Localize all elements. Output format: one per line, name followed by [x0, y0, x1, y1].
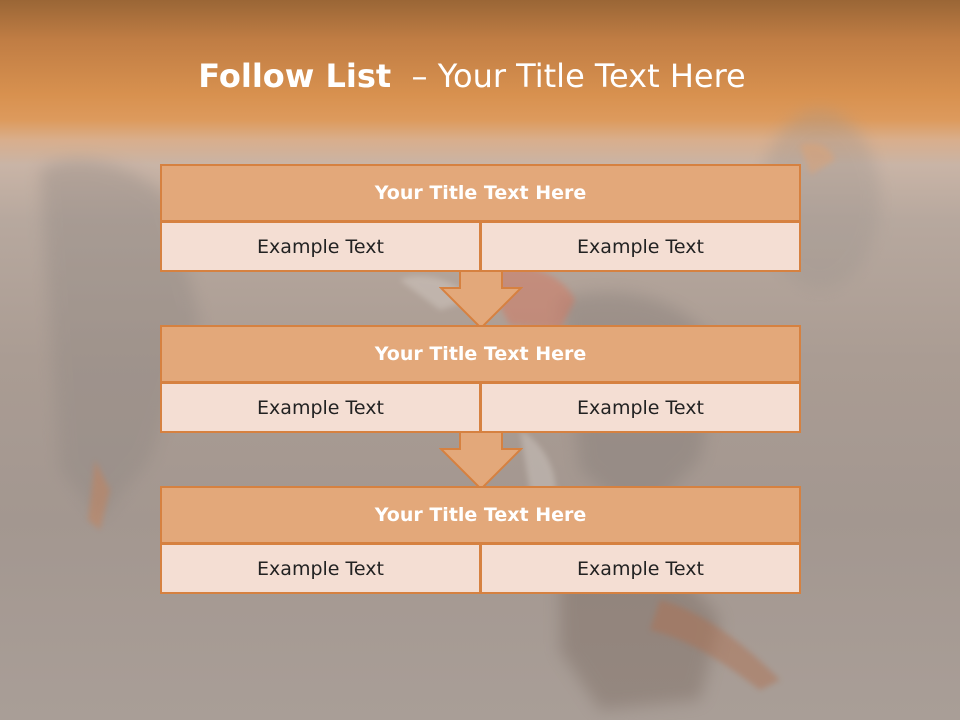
block-cell-left: Example Text — [160, 382, 481, 433]
block-cell-right: Example Text — [480, 382, 801, 433]
slide-title: Follow List – Your Title Text Here — [0, 52, 944, 100]
block-title: Your Title Text Here — [160, 486, 801, 544]
block-cell-right: Example Text — [480, 221, 801, 272]
down-arrow-icon — [439, 431, 523, 491]
block-title: Your Title Text Here — [160, 164, 801, 222]
block-cell-left: Example Text — [160, 221, 481, 272]
list-block-3: Your Title Text Here Example Text Exampl… — [160, 486, 801, 594]
down-arrow-icon — [439, 270, 523, 330]
block-cell-right: Example Text — [480, 543, 801, 594]
block-title: Your Title Text Here — [160, 325, 801, 383]
block-cell-left: Example Text — [160, 543, 481, 594]
slide-title-rest: – Your Title Text Here — [391, 57, 746, 95]
list-block-2: Your Title Text Here Example Text Exampl… — [160, 325, 801, 433]
list-block-1: Your Title Text Here Example Text Exampl… — [160, 164, 801, 272]
slide-title-bold: Follow List — [198, 57, 392, 95]
